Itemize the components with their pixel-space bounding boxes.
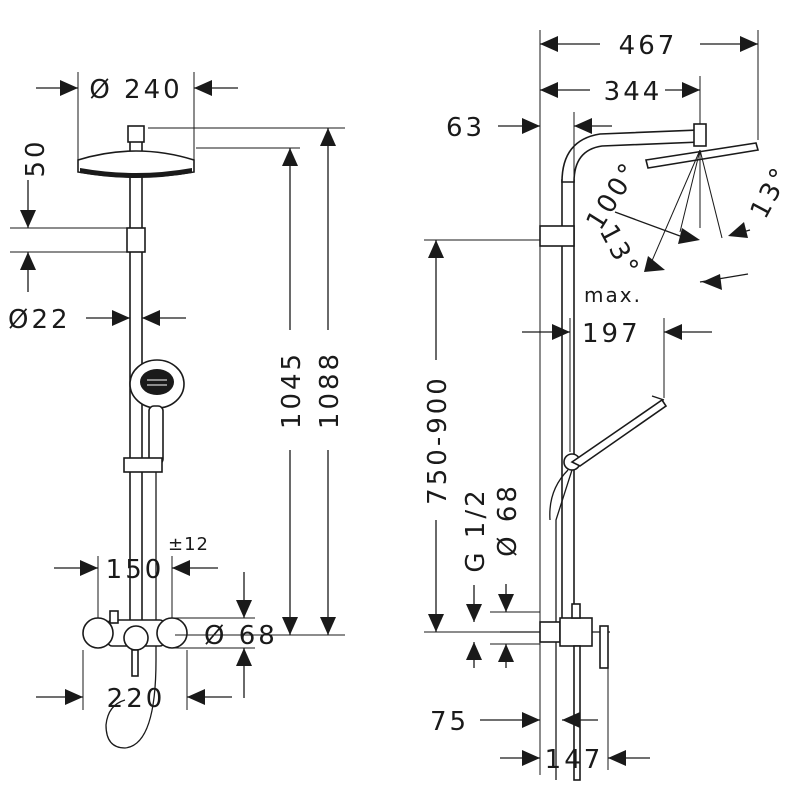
arm-connector [127, 125, 145, 143]
wall-bracket [539, 225, 575, 247]
shower-hose-side [555, 469, 573, 780]
dimension-wall-to-mixer: 147 [500, 668, 650, 775]
dimension-mixer-width: 220 [36, 650, 232, 714]
dimension-thread: G 1/2 [461, 487, 491, 668]
pipe-clamp [126, 227, 146, 253]
tilt-max-label: max. [584, 283, 642, 307]
dimension-arm-projection: 344 [540, 76, 701, 124]
dimension-pipe-diameter: Ø22 [8, 305, 186, 335]
handshower-reach-label: 197 [582, 319, 641, 349]
total-height-label: 1088 [315, 351, 345, 429]
hand-shower [129, 359, 185, 465]
height-to-arm-label: 1045 [277, 351, 307, 429]
adjustable-height-label: 750-900 [423, 375, 453, 505]
dimension-wall-to-pipe: 75 [430, 707, 598, 737]
pipe-diameter-label: Ø22 [8, 305, 71, 335]
front-view: Ø 240 50 Ø22 1045 [8, 72, 345, 749]
dimension-rosette-side: Ø 68 [490, 483, 540, 668]
handshower-holder [123, 457, 163, 473]
rosette-side-label: Ø 68 [493, 483, 523, 557]
mixer-width-label: 220 [107, 684, 166, 714]
dimension-total-projection: 467 [539, 30, 759, 140]
dimension-adjustable-height: 750-900 [423, 239, 540, 633]
hand-shower-side [570, 398, 668, 467]
head-offset-label: 50 [21, 138, 51, 177]
dimension-head-diameter: Ø 240 [36, 72, 238, 160]
thermostat-mixer [82, 610, 188, 677]
arm-projection-label: 344 [604, 77, 663, 107]
dimension-arm-offset: 63 [446, 112, 612, 180]
dimension-mixer-rosette: Ø 68 [172, 572, 278, 698]
shower-hose [105, 472, 157, 749]
wall-to-mixer-label: 147 [545, 745, 604, 775]
arm-offset-label: 63 [446, 113, 485, 143]
spray-angle-lines [614, 149, 751, 290]
overhead-shower-side [645, 142, 760, 169]
thread-label: G 1/2 [461, 487, 491, 572]
total-projection-label: 467 [619, 31, 678, 61]
dimension-total-height: 1088 [148, 127, 345, 636]
dimension-head-offset: 50 [10, 138, 130, 292]
mixer-rosette-label: Ø 68 [204, 621, 278, 651]
side-view: 467 344 63 100° 13° 13° max. [423, 30, 797, 781]
tilt-angle-right-label: 13° [745, 161, 797, 224]
mixer-centres-label: 150 [106, 555, 165, 585]
mixer-tolerance-label: ±12 [168, 534, 209, 555]
wall-to-pipe-label: 75 [430, 707, 469, 737]
thermostat-mixer-side [500, 603, 610, 781]
dimension-height-to-arm: 1045 [175, 147, 307, 636]
dimension-mixer-centres: 150 ±12 [54, 534, 218, 618]
tilt-angle-left-label: 13° [593, 220, 645, 283]
dimension-handshower-reach: 197 [522, 318, 712, 452]
head-diameter-label: Ø 240 [89, 75, 182, 105]
